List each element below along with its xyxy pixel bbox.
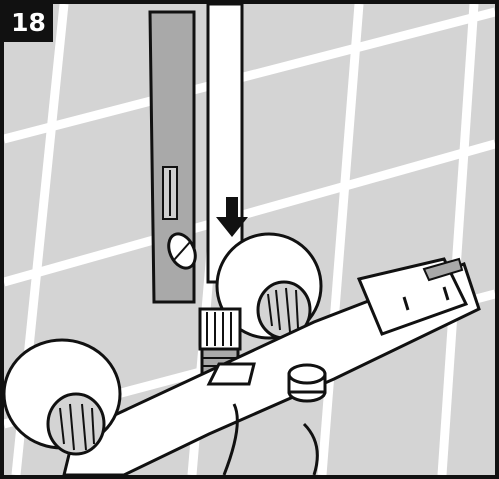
thermostat-mixer-body (62, 257, 481, 475)
step-number-badge: 18 (4, 4, 53, 42)
diverter-knob (287, 363, 327, 403)
riser-pipe (206, 4, 244, 284)
left-wall-flange (4, 338, 122, 456)
measuring-template (148, 10, 197, 304)
installation-scene (4, 4, 495, 475)
down-arrow-icon (216, 197, 248, 237)
